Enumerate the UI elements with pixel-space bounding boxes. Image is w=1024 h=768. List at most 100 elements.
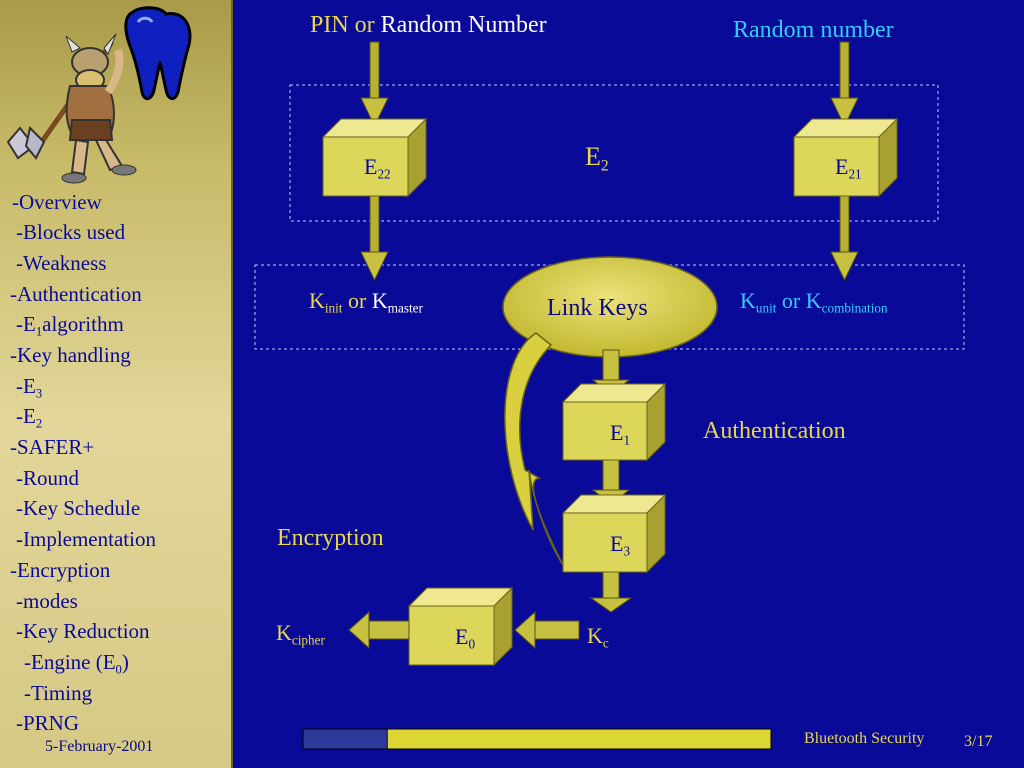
curved-arrow-linkkeys-to-e3 — [504, 332, 564, 566]
diagram-graphics — [254, 41, 965, 750]
progress-bar-fill — [302, 728, 388, 750]
nav-label: -Encryption — [10, 558, 111, 582]
progress-bar — [302, 728, 772, 750]
arrow-e3-to-kc — [589, 571, 633, 613]
label-e2-group: E2 — [585, 142, 609, 175]
arrow-random-to-e21 — [830, 41, 859, 128]
nav-subscript: 3 — [35, 386, 43, 401]
label-or: or — [354, 12, 375, 38]
label-e21-sub: 21 — [848, 166, 862, 182]
label-e3: E3 — [610, 531, 630, 560]
nav-label: -Blocks used — [16, 220, 126, 244]
nav-item-round[interactable]: -Round — [16, 466, 79, 490]
label-e1-sub: 1 — [623, 432, 631, 448]
kcomb-k: K — [805, 288, 822, 313]
label-random-number: Random Number — [380, 12, 547, 38]
nav-label: -SAFER+ — [10, 435, 95, 459]
label-e3-base: E — [610, 531, 624, 556]
label-e22-base: E — [364, 154, 378, 179]
label-e0: E0 — [455, 624, 475, 653]
block-e21 — [792, 117, 899, 198]
label-e2-sub: 2 — [600, 157, 609, 175]
kunit-sub: unit — [755, 300, 777, 316]
kc-k: K — [587, 623, 603, 648]
nav-item-key-handling[interactable]: -Key handling — [10, 343, 131, 367]
nav-item-timing[interactable]: -Timing — [24, 681, 92, 705]
label-e22-sub: 22 — [377, 166, 391, 182]
nav-label-suffix: algorithm — [42, 312, 124, 336]
label-kunit-or-kcombination: Kunit or Kcombination — [740, 288, 888, 317]
nav-label: -E — [16, 374, 36, 398]
nav-label-suffix: ) — [121, 650, 129, 674]
sidebar: -Overview -Blocks used -Weakness -Authen… — [0, 0, 233, 768]
nav-item-modes[interactable]: -modes — [16, 589, 78, 613]
label-e22: E22 — [364, 154, 391, 183]
nav-subscript: 0 — [115, 662, 122, 677]
label-kinit-or-kmaster: Kinit or Kmaster — [309, 288, 423, 317]
nav-item-e2[interactable]: -E2 — [16, 404, 42, 435]
nav-item-blocks-used[interactable]: -Blocks used — [16, 220, 125, 244]
nav-item-safer-plus[interactable]: -SAFER+ — [10, 435, 94, 459]
block-e22 — [321, 117, 428, 198]
kcomb-sub: combination — [821, 300, 888, 316]
nav-item-encryption[interactable]: -Encryption — [10, 558, 110, 582]
label-encryption: Encryption — [277, 525, 384, 551]
kinit-or: or — [347, 288, 367, 313]
nav-item-authentication[interactable]: -Authentication — [10, 282, 142, 306]
viking-mascot-illustration — [6, 6, 192, 184]
label-e1: E1 — [610, 420, 630, 449]
nav-item-overview[interactable]: -Overview — [12, 190, 102, 214]
label-pin-or-random: PIN or Random Number — [310, 12, 547, 39]
nav-label: -E — [16, 312, 36, 336]
label-e0-base: E — [455, 624, 469, 649]
kinit-k: K — [309, 288, 325, 313]
kcipher-k: K — [276, 620, 292, 645]
arrow-e22-to-kinit — [360, 194, 389, 282]
kunit-or: or — [781, 288, 801, 313]
arrow-pin-to-e22 — [360, 41, 389, 128]
nav-item-e3[interactable]: -E3 — [16, 374, 42, 405]
main-slide: PIN or Random Number Random number E2 E2… — [233, 0, 1024, 768]
nav-label: -Authentication — [10, 282, 142, 306]
nav-label: -Timing — [24, 681, 93, 705]
nav-label: -E — [16, 404, 36, 428]
label-e21: E21 — [835, 154, 862, 183]
nav-label: -Implementation — [16, 527, 156, 551]
nav-subscript: 1 — [35, 324, 43, 339]
nav-label: -Round — [16, 466, 79, 490]
kcipher-sub: cipher — [291, 632, 325, 648]
nav-item-key-reduction[interactable]: -Key Reduction — [16, 619, 150, 643]
nav-label: -Engine (E — [24, 650, 116, 674]
nav-item-e1-algorithm[interactable]: -E1algorithm — [16, 312, 124, 343]
nav-item-key-schedule[interactable]: -Key Schedule — [16, 496, 140, 520]
nav-item-implementation[interactable]: -Implementation — [16, 527, 156, 551]
label-authentication: Authentication — [703, 418, 846, 444]
kc-sub: c — [602, 635, 609, 651]
nav-item-weakness[interactable]: -Weakness — [16, 251, 106, 275]
label-e21-base: E — [835, 154, 849, 179]
arrow-e21-to-kunit — [830, 194, 859, 282]
nav-label: -Key handling — [10, 343, 131, 367]
block-e3 — [561, 493, 667, 574]
kmaster-k: K — [371, 288, 388, 313]
label-kcipher: Kcipher — [276, 620, 325, 649]
arrow-e0-to-kcipher — [348, 610, 410, 650]
footer-page-number: 3/17 — [964, 733, 993, 750]
nav-subscript: 2 — [35, 416, 43, 431]
e2-group-box — [289, 84, 939, 222]
nav-label: -Key Reduction — [16, 619, 150, 643]
nav-item-prng[interactable]: -PRNG — [16, 711, 79, 735]
label-random-number-right: Random number — [733, 17, 894, 43]
label-kc: Kc — [587, 623, 609, 652]
nav-label: -Weakness — [16, 251, 107, 275]
nav-label: -Overview — [12, 190, 102, 214]
nav-label: -PRNG — [16, 711, 80, 735]
arrow-kc-to-e0 — [514, 610, 580, 650]
kunit-k: K — [740, 288, 756, 313]
label-e2-base: E — [585, 142, 601, 171]
label-e1-base: E — [610, 420, 624, 445]
nav-label: -modes — [16, 589, 78, 613]
label-link-keys: Link Keys — [547, 295, 648, 321]
nav-item-engine-e0[interactable]: -Engine (E0) — [24, 650, 129, 681]
label-e3-sub: 3 — [623, 543, 631, 559]
